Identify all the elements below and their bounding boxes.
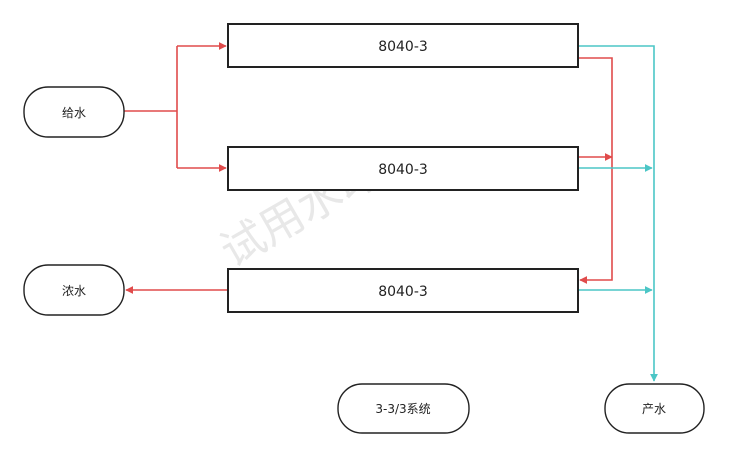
module-3-label: 8040-3 bbox=[378, 284, 428, 300]
feed-terminal[interactable]: 给水 bbox=[23, 86, 125, 138]
module1-product-line bbox=[578, 45, 658, 382]
product-terminal-label: 产水 bbox=[642, 402, 666, 416]
membrane-module-3[interactable]: 8040-3 bbox=[227, 268, 579, 313]
membrane-module-1[interactable]: 8040-3 bbox=[227, 23, 579, 68]
feed-connectors bbox=[124, 42, 613, 294]
product-terminal[interactable]: 产水 bbox=[604, 383, 705, 434]
module-1-label: 8040-3 bbox=[378, 39, 428, 55]
system-label-box[interactable]: 3-3/3系统 bbox=[337, 383, 470, 434]
concentrate-terminal-label: 浓水 bbox=[62, 284, 86, 298]
module1-reject-line bbox=[578, 57, 613, 158]
reject-to-module3-line bbox=[579, 158, 613, 284]
product-connectors bbox=[578, 45, 658, 382]
feed-terminal-label: 给水 bbox=[62, 106, 86, 120]
concentrate-terminal[interactable]: 浓水 bbox=[23, 264, 125, 316]
system-label-text: 3-3/3系统 bbox=[375, 402, 430, 416]
membrane-module-2[interactable]: 8040-3 bbox=[227, 146, 579, 191]
module-2-label: 8040-3 bbox=[378, 162, 428, 178]
